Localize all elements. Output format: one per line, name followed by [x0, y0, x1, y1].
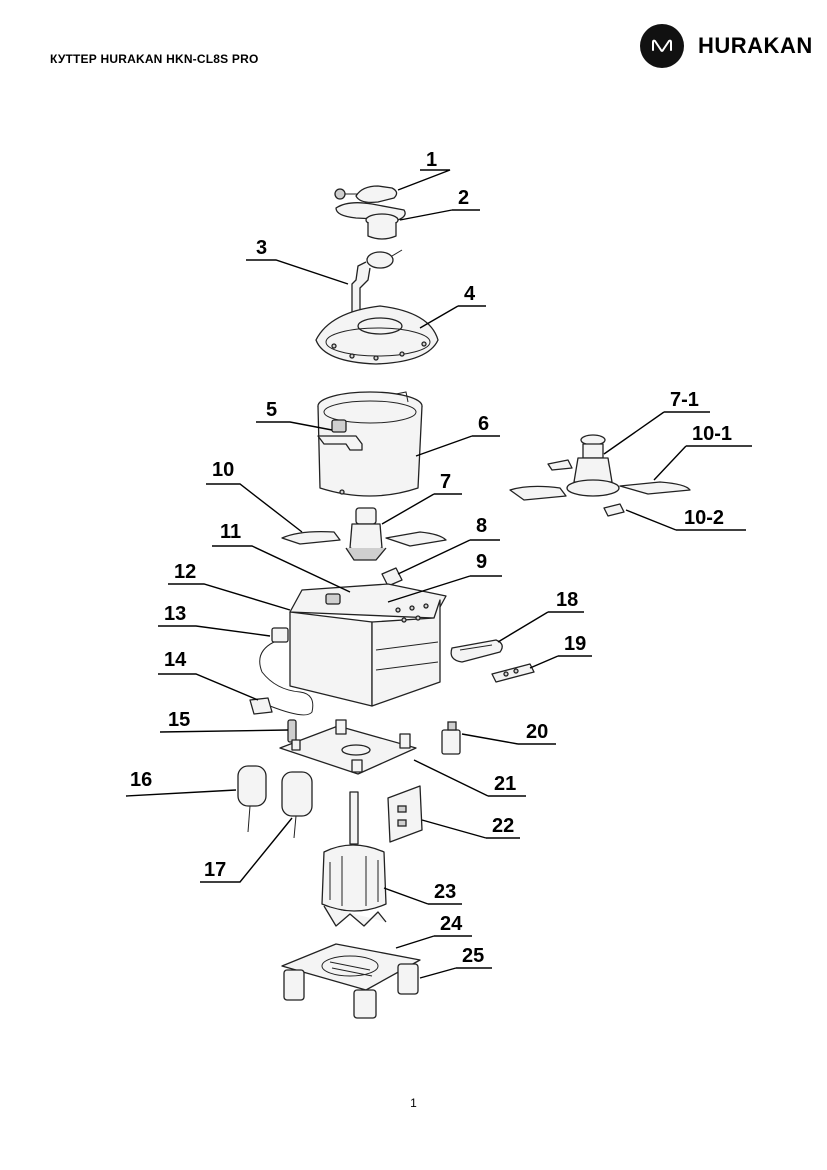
- part-18-gasket: [450, 639, 503, 663]
- callout-8-label: 8: [476, 515, 487, 537]
- callout-16: 16: [125, 769, 237, 797]
- callout-10-2: 10-2: [625, 507, 746, 531]
- callout-23-label: 23: [434, 881, 456, 903]
- part-8-switch: [381, 567, 403, 587]
- callout-18-label: 18: [556, 589, 578, 611]
- part-5-bowl-handle: [317, 419, 363, 451]
- callout-1: 1: [397, 149, 451, 191]
- part-15-cord-grip: [287, 719, 297, 743]
- callout-16-label: 16: [130, 769, 152, 791]
- part-14-power-cord: [249, 641, 314, 716]
- callout-21: 21: [413, 759, 526, 797]
- part-23-motor: [321, 791, 387, 927]
- callout-2: 2: [399, 187, 480, 221]
- callout-21-label: 21: [494, 773, 516, 795]
- callout-4-label: 4: [464, 283, 476, 305]
- callout-20-label: 20: [526, 721, 548, 743]
- callout-24: 24: [395, 913, 472, 949]
- callout-23: 23: [383, 881, 462, 905]
- callout-11: 11: [212, 521, 351, 593]
- callout-10-label: 10: [212, 459, 234, 481]
- callout-15-label: 15: [168, 709, 190, 731]
- callout-8: 8: [397, 515, 500, 575]
- callout-25: 25: [419, 945, 492, 979]
- callout-19-label: 19: [564, 633, 586, 655]
- callout-13-label: 13: [164, 603, 186, 625]
- part-7-knife-hub: [345, 507, 387, 561]
- part-21-mounting-plate: [279, 719, 417, 775]
- part-17-capacitor: [281, 771, 313, 839]
- callout-22: 22: [421, 815, 520, 839]
- callout-15: 15: [159, 709, 289, 733]
- part-1-lid-clip: [334, 185, 398, 204]
- part-24-base-plate: [281, 943, 421, 991]
- brand-logo: HURAKAN: [640, 24, 813, 68]
- callout-3: 3: [246, 237, 349, 285]
- part-2-feed-tube-ring: [335, 202, 406, 240]
- part-7-1-knife-assembly: [509, 434, 691, 517]
- callout-7-1-label: 7-1: [670, 389, 699, 411]
- callout-10-1: 10-1: [653, 423, 752, 481]
- callout-6: 6: [415, 413, 500, 457]
- part-19-control-panel: [491, 663, 535, 683]
- page-number: 1: [410, 1096, 417, 1110]
- callout-5-label: 5: [266, 399, 277, 421]
- part-16-capacitor: [237, 765, 267, 833]
- callout-2-label: 2: [458, 187, 469, 209]
- document-title: КУТТЕР HURAKAN HKN-CL8S PRO: [50, 52, 259, 66]
- callout-14-label: 14: [164, 649, 187, 671]
- callout-19: 19: [529, 633, 592, 669]
- callout-12: 12: [168, 561, 291, 611]
- callout-7: 7: [381, 471, 462, 525]
- callout-24-label: 24: [440, 913, 463, 935]
- callout-3-label: 3: [256, 237, 267, 259]
- callout-6-label: 6: [478, 413, 489, 435]
- callout-18: 18: [497, 589, 584, 643]
- callout-13: 13: [158, 603, 271, 637]
- callout-25-label: 25: [462, 945, 484, 967]
- callout-20: 20: [461, 721, 556, 745]
- part-13-socket: [271, 627, 289, 643]
- part-22-control-board: [387, 785, 423, 843]
- callout-7-1: 7-1: [603, 389, 710, 455]
- brand-name: HURAKAN: [698, 33, 813, 58]
- callout-17: 17: [200, 817, 293, 883]
- callout-11-label: 11: [220, 521, 241, 543]
- callout-7-label: 7: [440, 471, 451, 493]
- part-12-housing: [289, 583, 447, 707]
- part-25-feet: [283, 963, 419, 1019]
- callout-17-label: 17: [204, 859, 226, 881]
- callout-5: 5: [256, 399, 333, 431]
- hurakan-logo-icon: [640, 24, 684, 68]
- callout-10-2-label: 10-2: [684, 507, 724, 529]
- callout-12-label: 12: [174, 561, 196, 583]
- callout-9: 9: [387, 551, 502, 603]
- part-20-relay: [441, 721, 461, 755]
- callout-22-label: 22: [492, 815, 514, 837]
- callout-10-1-label: 10-1: [692, 423, 732, 445]
- callout-4: 4: [419, 283, 486, 329]
- part-4-lid: [315, 305, 439, 365]
- callout-1-label: 1: [426, 149, 437, 171]
- callout-10: 10: [206, 459, 303, 533]
- callout-14: 14: [158, 649, 259, 701]
- part-10-blades: [281, 530, 447, 547]
- callout-9-label: 9: [476, 551, 487, 573]
